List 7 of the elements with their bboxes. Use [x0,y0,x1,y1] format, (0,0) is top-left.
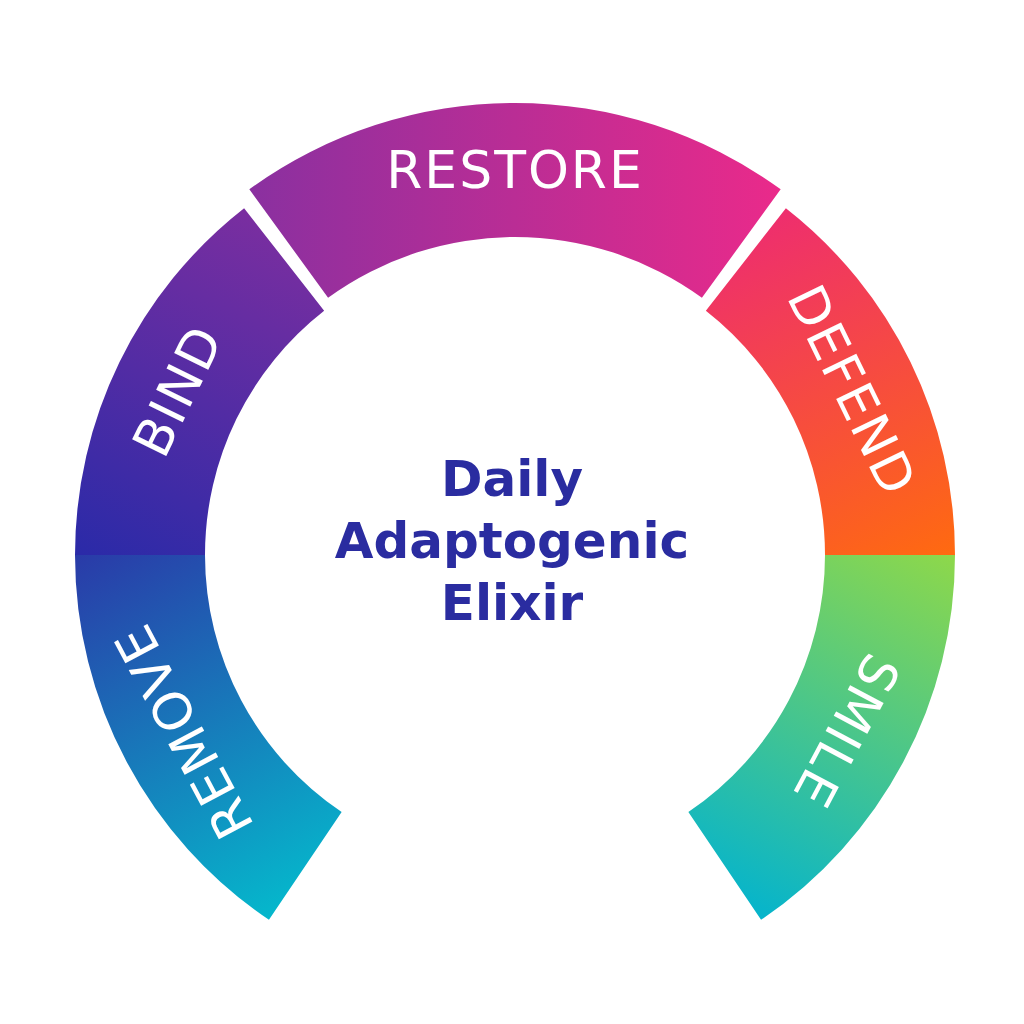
ring-segment [688,555,955,920]
center-title: Daily Adaptogenic Elixir [333,449,691,634]
segment-label: RESTORE [386,140,644,200]
ring-segment [249,103,781,298]
segment-label: BIND [120,315,236,466]
ring-segment [705,208,955,555]
ring-segment [75,208,325,555]
